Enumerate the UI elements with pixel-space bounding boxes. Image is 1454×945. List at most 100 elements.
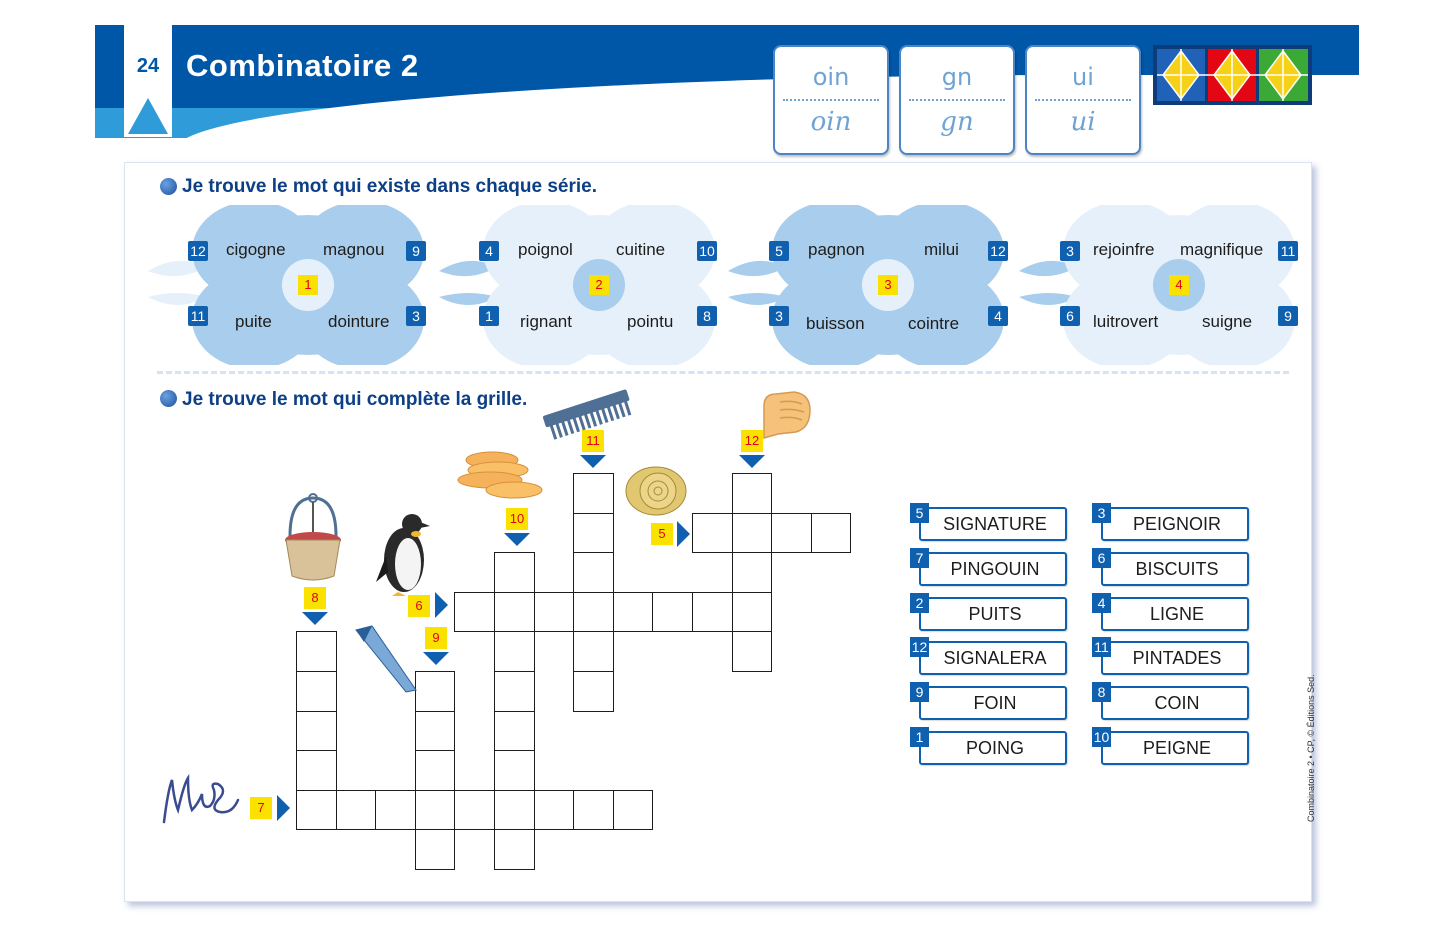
grid-cell[interactable]: [414, 671, 456, 712]
grid-cell[interactable]: [414, 829, 456, 870]
clue-number-11: 11: [582, 430, 604, 452]
series-word[interactable]: luitrovert: [1093, 312, 1159, 331]
penguin-icon: [376, 514, 430, 596]
series-3-number: 3: [878, 275, 898, 295]
grid-cell[interactable]: [612, 591, 654, 633]
grid-cell[interactable]: [533, 591, 575, 633]
grid-cell[interactable]: [454, 591, 495, 633]
grid-cell[interactable]: [494, 591, 535, 633]
page-tab-triangle: [128, 98, 168, 134]
grid-cell[interactable]: [573, 473, 614, 514]
grid-cell[interactable]: [414, 710, 456, 752]
word-number: 3: [1060, 241, 1080, 261]
grid-cell[interactable]: [731, 473, 773, 514]
series-word[interactable]: buisson: [806, 314, 865, 333]
grid-cell[interactable]: [692, 591, 733, 633]
grid-cell[interactable]: [731, 591, 773, 633]
arrow-down-icon: [580, 455, 606, 468]
grid-cell[interactable]: [731, 631, 773, 672]
grid-cell[interactable]: [573, 789, 614, 831]
grid-cell[interactable]: [494, 829, 535, 870]
grid-cell[interactable]: [612, 789, 654, 831]
word-label-number: 11: [1092, 637, 1111, 657]
series-word[interactable]: dointure: [328, 312, 390, 331]
series-word[interactable]: magnou: [323, 240, 385, 259]
grid-cell[interactable]: [731, 512, 773, 554]
series-word[interactable]: suigne: [1202, 312, 1253, 331]
word-label-number: 2: [910, 593, 929, 613]
grid-cell[interactable]: [573, 591, 614, 633]
grid-cell[interactable]: [810, 512, 852, 554]
word-number: 8: [697, 306, 717, 326]
word-label-text: PUITS: [968, 604, 1022, 624]
fist-icon: [763, 391, 811, 439]
grid-cell[interactable]: [533, 789, 575, 831]
series-word[interactable]: rejoinfre: [1093, 240, 1155, 259]
section-divider: [157, 371, 1289, 374]
series-word[interactable]: pointu: [627, 312, 674, 331]
grid-cell[interactable]: [494, 750, 535, 791]
grid-cell[interactable]: [494, 552, 535, 593]
grid-cell[interactable]: [296, 671, 337, 712]
signature-icon: [162, 773, 240, 824]
grid-cell[interactable]: [771, 512, 812, 554]
grid-cell[interactable]: [731, 552, 773, 593]
series-word[interactable]: cigogne: [226, 240, 286, 259]
word-label-text: SIGNALERA: [943, 648, 1047, 668]
grid-cell[interactable]: [573, 512, 614, 554]
grid-cell[interactable]: [454, 789, 495, 831]
page-number: 24: [136, 55, 160, 77]
clue-number-7: 7: [250, 797, 272, 819]
grid-cell[interactable]: [375, 789, 416, 831]
grid-cell[interactable]: [692, 512, 733, 554]
sound-card-gn: gn gn: [899, 45, 1015, 155]
word-label-text: PEIGNOIR: [1132, 514, 1221, 534]
series-word[interactable]: poignol: [518, 240, 573, 259]
word-label-text: COIN: [1154, 693, 1200, 713]
sound-card-oin: oin oin: [773, 45, 889, 155]
grid-cell[interactable]: [494, 671, 535, 712]
grid-cell[interactable]: [296, 631, 337, 672]
clue-number-8: 8: [304, 587, 326, 609]
word-label-text: PINTADES: [1132, 648, 1222, 668]
word-label-number: 10: [1092, 727, 1111, 747]
series-word[interactable]: cointre: [908, 314, 960, 333]
series-word[interactable]: cuitine: [616, 240, 666, 259]
grid-cell[interactable]: [652, 591, 693, 633]
grid-cell[interactable]: [414, 789, 456, 831]
series-word[interactable]: rignant: [520, 312, 572, 331]
arrow-down-icon: [302, 612, 328, 625]
grid-cell[interactable]: [494, 789, 535, 831]
grid-cell[interactable]: [296, 710, 337, 752]
grid-cell[interactable]: [494, 710, 535, 752]
grid-cell[interactable]: [335, 789, 377, 831]
grid-cell[interactable]: [573, 552, 614, 593]
grid-cell[interactable]: [296, 789, 337, 831]
series-word[interactable]: magnifique: [1180, 240, 1264, 259]
hay-bale-icon: [625, 466, 687, 516]
grid-cell[interactable]: [494, 631, 535, 672]
grid-cell[interactable]: [573, 631, 614, 672]
series-word[interactable]: puite: [235, 312, 272, 331]
comb-icon: [542, 389, 632, 440]
grid-cell[interactable]: [573, 671, 614, 712]
series-word[interactable]: milui: [924, 240, 959, 259]
word-label-number: 6: [1092, 548, 1111, 568]
series-word[interactable]: pagnon: [808, 240, 865, 259]
word-label-text: FOIN: [973, 693, 1017, 713]
grid-cell[interactable]: [414, 750, 456, 791]
word-number: 12: [188, 241, 208, 261]
grid-cell[interactable]: [296, 750, 337, 791]
